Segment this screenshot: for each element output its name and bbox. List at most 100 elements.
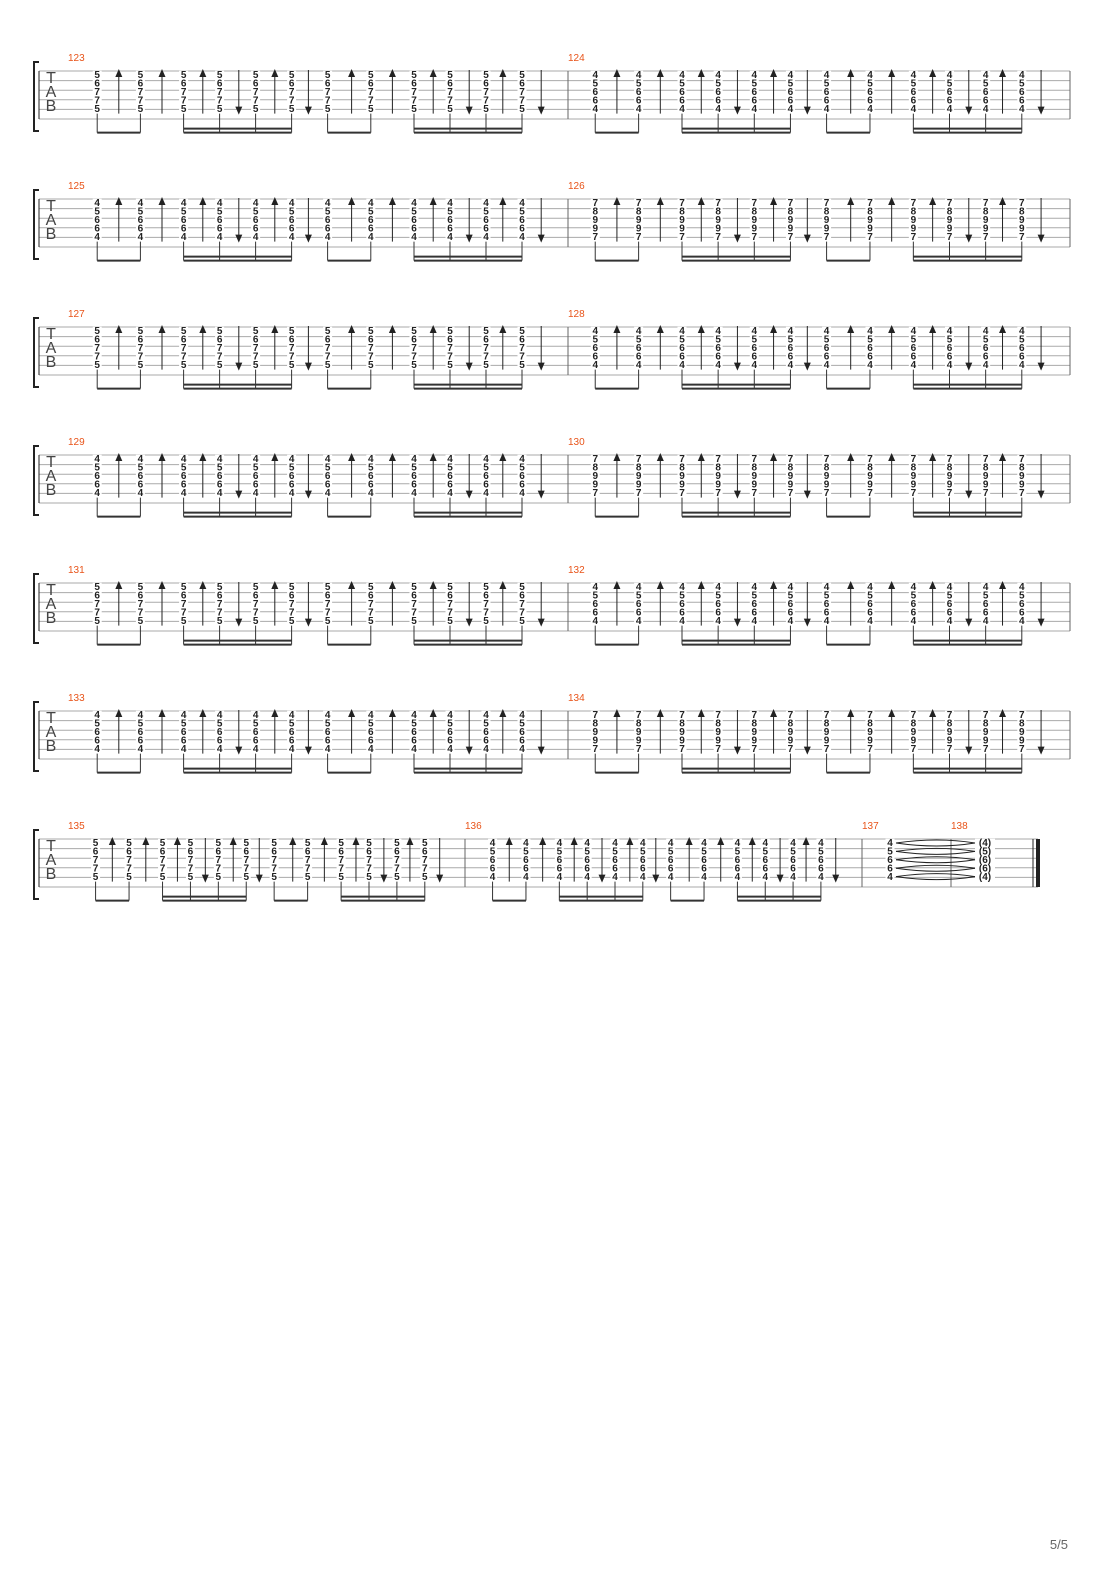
strum-up-arrow [199, 709, 207, 717]
strum-up-arrow [847, 709, 855, 717]
fret-number: 6 [447, 471, 453, 482]
fret-number: 7 [138, 87, 144, 98]
strum-down-arrow [255, 874, 263, 883]
strum-down-arrow [733, 490, 741, 499]
fret-number: 5 [138, 360, 144, 371]
fret-number: 6 [483, 223, 489, 234]
fret-number: 5 [94, 360, 100, 371]
strum-up-arrow [348, 581, 356, 589]
fret-number: 6 [368, 335, 374, 346]
tie [895, 873, 976, 878]
strum-up-arrow [289, 837, 297, 845]
fret-number: 7 [636, 454, 642, 465]
fret-number: 7 [947, 198, 953, 209]
fret-number: 8 [592, 207, 598, 218]
fret-number: 6 [612, 855, 618, 866]
fret-number: 6 [762, 863, 768, 874]
fret-number: 6 [983, 87, 989, 98]
fret-number: 5 [289, 360, 295, 371]
fret-number: 7 [188, 855, 194, 866]
fret-number: 7 [715, 744, 721, 755]
fret-number: 5 [679, 591, 685, 602]
fret-number: 4 [818, 838, 824, 849]
fret-number: 5 [447, 326, 453, 337]
fret-number: 7 [289, 343, 295, 354]
strum-up-arrow [999, 581, 1007, 589]
fret-number: 5 [271, 872, 277, 883]
fret-number: 6 [447, 479, 453, 490]
fret-number: 9 [679, 735, 685, 746]
strum-down-arrow [803, 490, 811, 499]
strum-up-arrow [802, 837, 810, 845]
fret-number: 5 [93, 872, 99, 883]
fret-number: 9 [1019, 215, 1025, 226]
fret-number: 4 [983, 616, 989, 627]
strum-up-arrow [115, 69, 123, 77]
fret-number: 9 [788, 215, 794, 226]
fret-number: 7 [181, 599, 187, 610]
fret-number: 6 [253, 479, 259, 490]
fret-number: 6 [368, 735, 374, 746]
fret-number: 4 [253, 232, 259, 243]
fret-number: 9 [824, 471, 830, 482]
fret-number: 5 [160, 838, 166, 849]
fret-number: 6 [243, 847, 249, 858]
fret-number: 6 [636, 95, 642, 106]
fret-number: 4 [483, 710, 489, 721]
fret-number: 6 [715, 95, 721, 106]
fret-number: 6 [519, 735, 525, 746]
strum-up-arrow [929, 453, 937, 461]
fret-number: 9 [867, 735, 873, 746]
strum-up-arrow [158, 453, 166, 461]
fret-number: 9 [824, 223, 830, 234]
strum-down-arrow [1037, 234, 1045, 243]
fret-number: 5 [338, 838, 344, 849]
fret-number: 4 [1019, 616, 1025, 627]
fret-number: 7 [788, 454, 794, 465]
fret-number: 7 [911, 710, 917, 721]
fret-number: 7 [289, 607, 295, 618]
fret-number: 4 [668, 838, 674, 849]
fret-number: 4 [181, 232, 187, 243]
tab-clef-letter: A [46, 468, 57, 485]
strum-up-arrow [115, 325, 123, 333]
fret-number: 7 [483, 607, 489, 618]
fret-number: 4 [483, 488, 489, 499]
fret-number: 6 [411, 471, 417, 482]
fret-number: 7 [217, 343, 223, 354]
fret-number: 9 [788, 735, 794, 746]
fret-number: 7 [181, 343, 187, 354]
fret-number: 6 [679, 607, 685, 618]
fret-number: 6 [592, 343, 598, 354]
fret-number: 7 [715, 710, 721, 721]
fret-number: 7 [325, 607, 331, 618]
fret-number: 5 [411, 360, 417, 371]
strum-up-arrow [888, 581, 896, 589]
fret-number: 9 [752, 223, 758, 234]
strum-down-arrow [201, 874, 209, 883]
fret-number: 6 [519, 215, 525, 226]
strum-up-arrow [999, 69, 1007, 77]
fret-number: 6 [181, 735, 187, 746]
fret-number: 6 [557, 863, 563, 874]
fret-number: 6 [679, 95, 685, 106]
fret-number: 6 [94, 471, 100, 482]
measure-number: 124 [568, 53, 585, 64]
fret-number: 5 [216, 838, 222, 849]
fret-number: 4 [911, 104, 917, 115]
fret-number: 6 [447, 735, 453, 746]
measure-number: 126 [568, 181, 585, 192]
strum-down-arrow [537, 618, 545, 627]
strum-down-arrow [965, 106, 973, 115]
fret-number: 4 [592, 616, 598, 627]
fret-number: 7 [983, 710, 989, 721]
fret-number: 6 [325, 223, 331, 234]
fret-number: 4 [592, 582, 598, 593]
fret-number: 4 [788, 360, 794, 371]
fret-number: 4 [947, 104, 953, 115]
fret-number: 6 [217, 735, 223, 746]
fret-number: 5 [188, 872, 194, 883]
fret-number: 4 [325, 744, 331, 755]
fret-number: 5 [636, 591, 642, 602]
fret-number: 6 [181, 471, 187, 482]
